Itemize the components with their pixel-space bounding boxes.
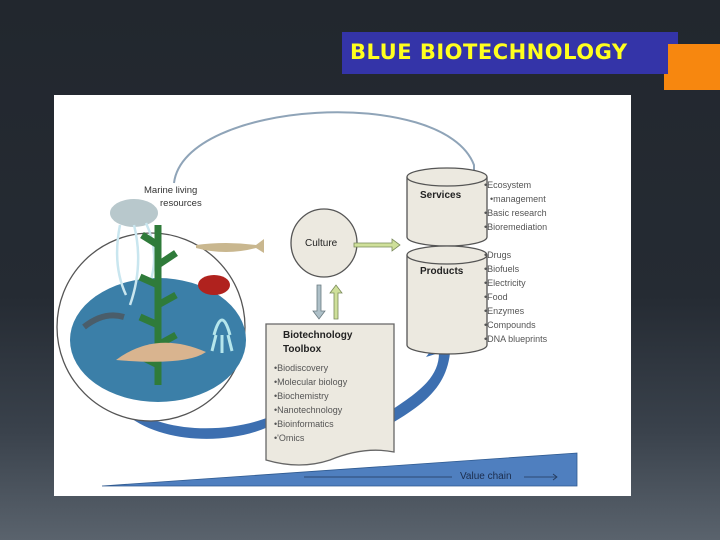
products-item: Food: [484, 290, 547, 304]
products-item: Drugs: [484, 248, 547, 262]
services-item: Ecosystem: [484, 178, 547, 192]
marine-label-1: Marine living: [144, 185, 198, 196]
services-list: Ecosystem management Basic research Bior…: [484, 178, 547, 234]
services-item: management: [484, 192, 547, 206]
toolbox-item: Nanotechnology: [274, 403, 347, 417]
products-item: Compounds: [484, 318, 547, 332]
jellyfish-icon: [110, 199, 158, 227]
services-item: Basic research: [484, 206, 547, 220]
products-item: Biofuels: [484, 262, 547, 276]
marine-label-2: resources: [160, 198, 202, 209]
diagram-graphics: [56, 111, 578, 487]
services-label: Services: [420, 190, 462, 201]
services-cylinder: [406, 177, 488, 247]
culture-to-services-arrow: [353, 238, 401, 252]
diver-icon: [82, 312, 125, 330]
culture-label: Culture: [305, 238, 338, 249]
toolbox-list: Biodiscovery Molecular biology Biochemis…: [274, 361, 347, 445]
value-chain-wedge: [101, 452, 578, 487]
seaweed-icon: [138, 225, 178, 385]
slide-title: BLUE BIOTECHNOLOGY: [350, 40, 628, 64]
products-item: DNA blueprints: [484, 332, 547, 346]
value-chain-label: Value chain: [460, 471, 512, 482]
toolbox-item: Bioinformatics: [274, 417, 347, 431]
blue-biotech-diagram: Marine living resources Culture Services…: [54, 95, 631, 496]
toolbox-title-2: Toolbox: [283, 344, 322, 355]
products-cylinder: [406, 255, 488, 355]
products-item: Enzymes: [484, 304, 547, 318]
feedback-curve-arrow: [173, 111, 475, 184]
squid-icon: [210, 318, 234, 353]
toolbox-to-culture-arrow: [329, 284, 343, 320]
toolbox-item: Biodiscovery: [274, 361, 347, 375]
services-item: Bioremediation: [484, 220, 547, 234]
products-list: Drugs Biofuels Electricity Food Enzymes …: [484, 248, 547, 346]
shell-icon: [116, 342, 206, 362]
products-item: Electricity: [484, 276, 547, 290]
toolbox-item: Molecular biology: [274, 375, 347, 389]
orange-accent-bar: [668, 44, 720, 90]
toolbox-title-1: Biotechnology: [283, 330, 353, 341]
fish-icon: [196, 239, 264, 253]
toolbox-item: 'Omics: [274, 431, 347, 445]
toolbox-item: Biochemistry: [274, 389, 347, 403]
slide-title-box: BLUE BIOTECHNOLOGY: [342, 32, 678, 74]
orange-accent-stripe: [664, 74, 669, 90]
left-curved-arrow: [109, 390, 269, 439]
red-fish-icon: [198, 275, 230, 295]
products-label: Products: [420, 266, 464, 277]
culture-to-toolbox-arrow: [312, 284, 326, 320]
